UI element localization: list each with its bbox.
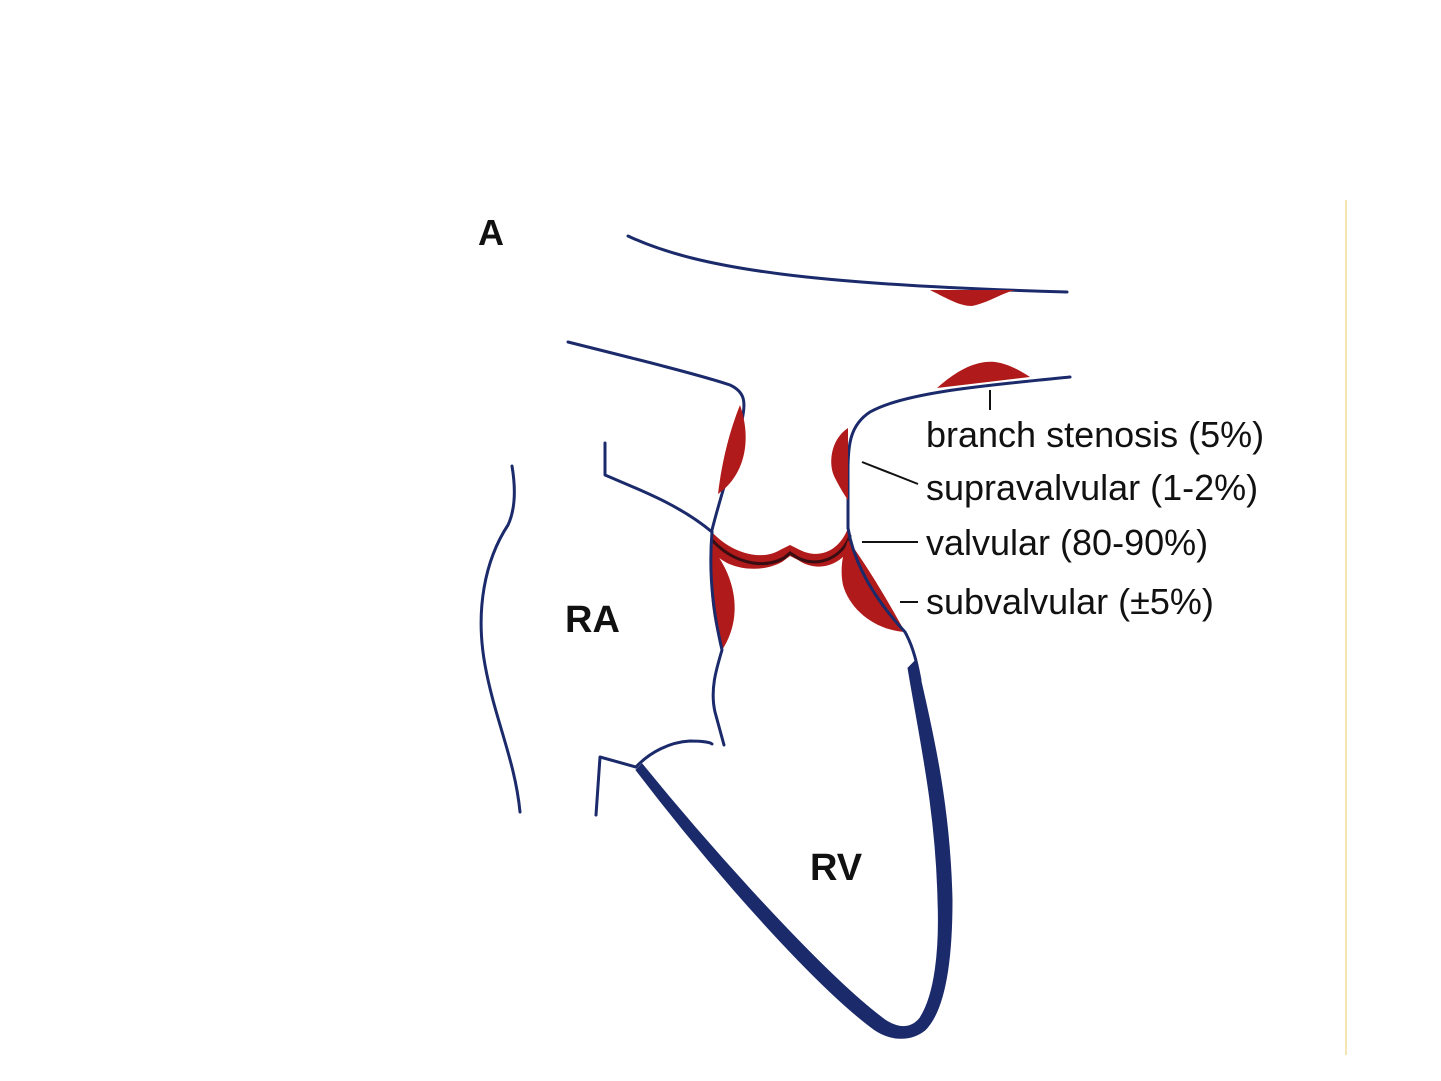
leader-supravalvular [862, 462, 918, 484]
callout-valvular: valvular (80-90%) [926, 522, 1208, 563]
valve-leaflets [712, 528, 852, 569]
callout-subvalvular: subvalvular (±5%) [926, 581, 1214, 622]
rv-label: RV [810, 847, 863, 889]
ra-septal-wall [605, 443, 712, 532]
trunk-left-wall [568, 342, 744, 530]
branch-lesion-lower [937, 362, 1030, 388]
supravalvular-lesion-right [831, 428, 848, 500]
rv-free-wall [636, 660, 952, 1038]
ra-label: RA [565, 599, 620, 641]
callout-branch-stenosis: branch stenosis (5%) [926, 414, 1264, 455]
subvalvular-lesion-right [842, 540, 905, 632]
ra-free-wall [481, 466, 520, 812]
upper-branch-wall [628, 236, 1067, 292]
branch-lesion-upper [930, 290, 1015, 306]
callout-supravalvular: supravalvular (1-2%) [926, 467, 1258, 508]
panel-label: A [478, 212, 504, 253]
ra-lower-wall [596, 757, 636, 815]
supravalvular-lesion-left [718, 405, 746, 494]
tricuspid-line [636, 741, 712, 767]
